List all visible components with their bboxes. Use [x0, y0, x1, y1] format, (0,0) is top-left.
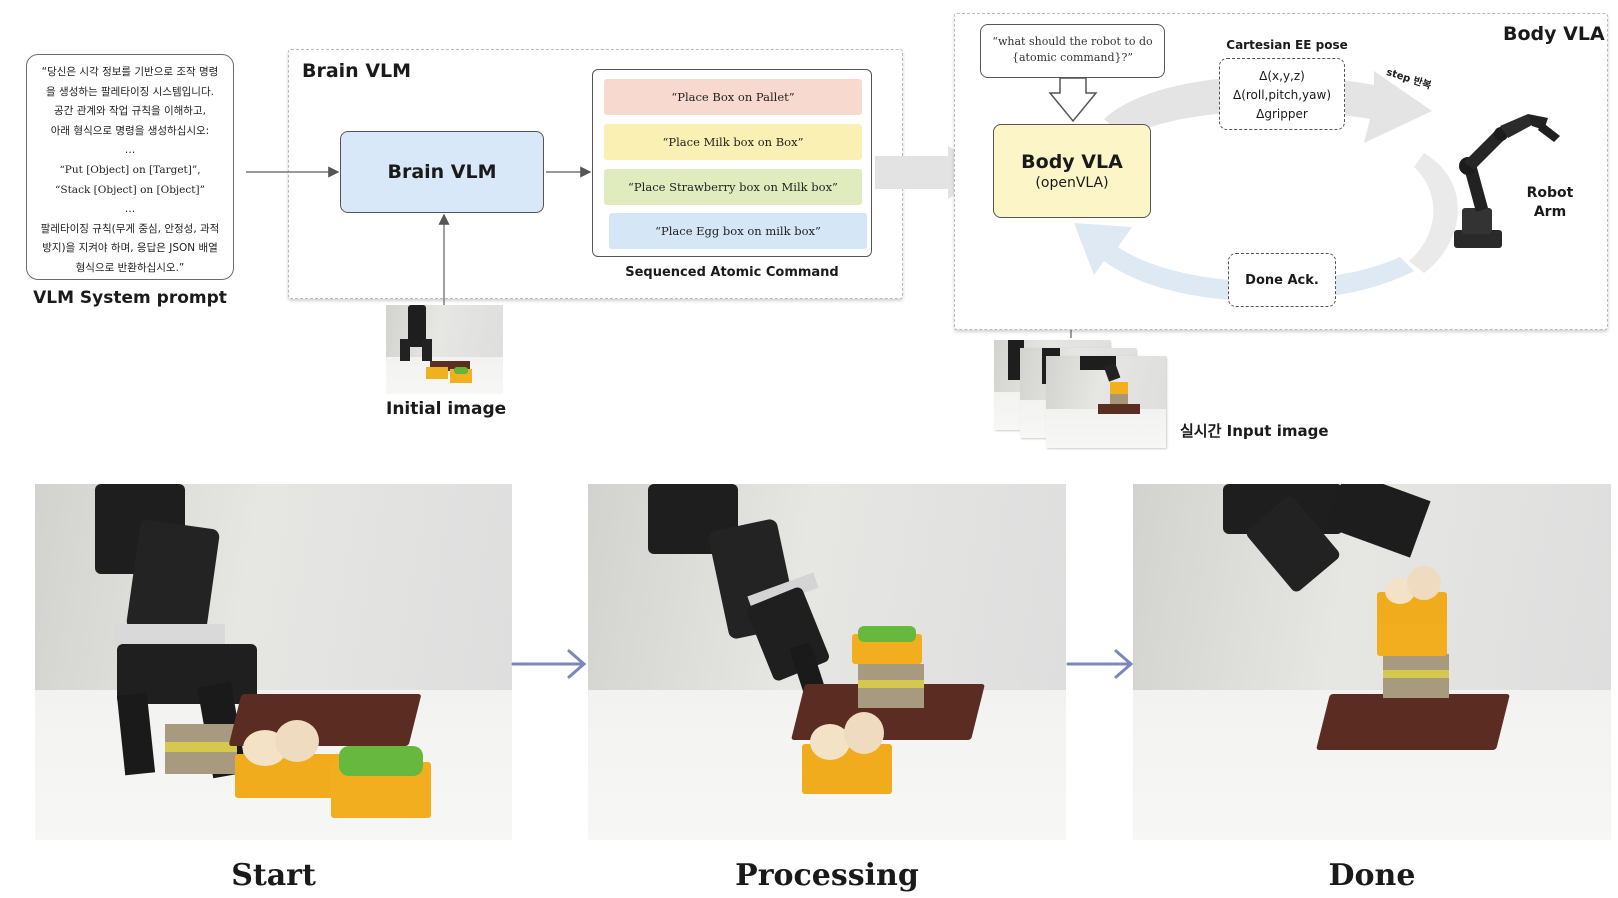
speech-down-arrow: [1048, 77, 1098, 123]
input-image-caption: 실시간 Input image: [1180, 422, 1329, 440]
body-panel-title: Body VLA: [1503, 23, 1605, 45]
stage-photo-processing: [588, 484, 1066, 840]
prompt-line: “당신은 시각 정보를 기반으로 조작 명령: [41, 66, 219, 78]
prompt-line: 아래 형식으로 명령을 생성하십시오:: [50, 124, 210, 137]
body-vla-node: Body VLA (openVLA): [993, 124, 1151, 218]
command-item: “Place Milk box on Box”: [604, 124, 862, 160]
command-item: “Place Box on Pallet”: [604, 79, 862, 115]
command-item: “Place Strawberry box on Milk box”: [604, 169, 862, 205]
speech-line: “what should the robot to do: [992, 35, 1153, 48]
initial-image-caption: Initial image: [386, 399, 507, 419]
ee-pose-title: Cartesian EE pose: [1226, 38, 1348, 52]
robot-arm-label: Robot Arm: [1518, 184, 1582, 222]
robot-arm-icon: [1454, 114, 1560, 248]
ee-pose-box: Δ(x,y,z) Δ(roll,pitch,yaw) Δgripper: [1219, 58, 1345, 130]
atomic-command-list: “Place Box on Pallet” “Place Milk box on…: [592, 69, 872, 257]
command-item: “Place Egg box on milk box”: [609, 213, 867, 249]
stage-label-done: Done: [1328, 858, 1416, 893]
prompt-line: 공간 관계와 작업 규칙을 이해하고,: [54, 105, 206, 118]
brain-panel-title: Brain VLM: [302, 60, 412, 82]
system-prompt-box: “당신은 시각 정보를 기반으로 조작 명령 을 생성하는 팔레타이징 시스템입…: [26, 54, 234, 280]
ee-pose-line: Δgripper: [1256, 107, 1308, 121]
body-vla-title: Body VLA: [1021, 151, 1123, 173]
stage-arrows: [511, 649, 1134, 679]
stage-photo-done: [1133, 484, 1611, 840]
prompt-line: 팔레타이징 규칙(무게 중심, 안정성, 과적: [40, 222, 220, 235]
prompt-line: “Stack [Object] on [Object]”: [55, 183, 205, 196]
prompt-line: 방지)을 지켜야 하며, 응답은 JSON 배열: [42, 242, 218, 255]
prompt-line: “Put [Object] on [Target]”,: [59, 163, 201, 176]
speech-line: {atomic command}?”: [1011, 51, 1134, 64]
stage-label-processing: Processing: [735, 858, 919, 893]
robot-label-line: Robot: [1526, 185, 1574, 201]
input-image-frame: [1046, 356, 1166, 448]
prompt-line: …: [124, 203, 136, 216]
prompt-line: 형식으로 반환하십시오.”: [75, 261, 185, 274]
system-prompt-caption: VLM System prompt: [33, 288, 227, 308]
stage-photo-start: [35, 484, 512, 840]
body-vla-subtitle: (openVLA): [1035, 175, 1109, 191]
commands-caption: Sequenced Atomic Command: [625, 265, 839, 280]
prompt-line: 을 생성하는 팔레타이징 시스템입니다.: [46, 85, 214, 98]
robot-label-line: Arm: [1533, 204, 1567, 220]
stage-label-start: Start: [231, 858, 316, 893]
ee-pose-line: Δ(x,y,z): [1259, 69, 1305, 83]
brain-vlm-node: Brain VLM: [340, 131, 544, 213]
done-ack-box: Done Ack.: [1228, 253, 1336, 307]
prompt-line: …: [124, 144, 136, 157]
ee-pose-line: Δ(roll,pitch,yaw): [1232, 88, 1331, 102]
initial-image: [386, 305, 503, 394]
instruction-prompt-bubble: “what should the robot to do {atomic com…: [980, 24, 1165, 78]
